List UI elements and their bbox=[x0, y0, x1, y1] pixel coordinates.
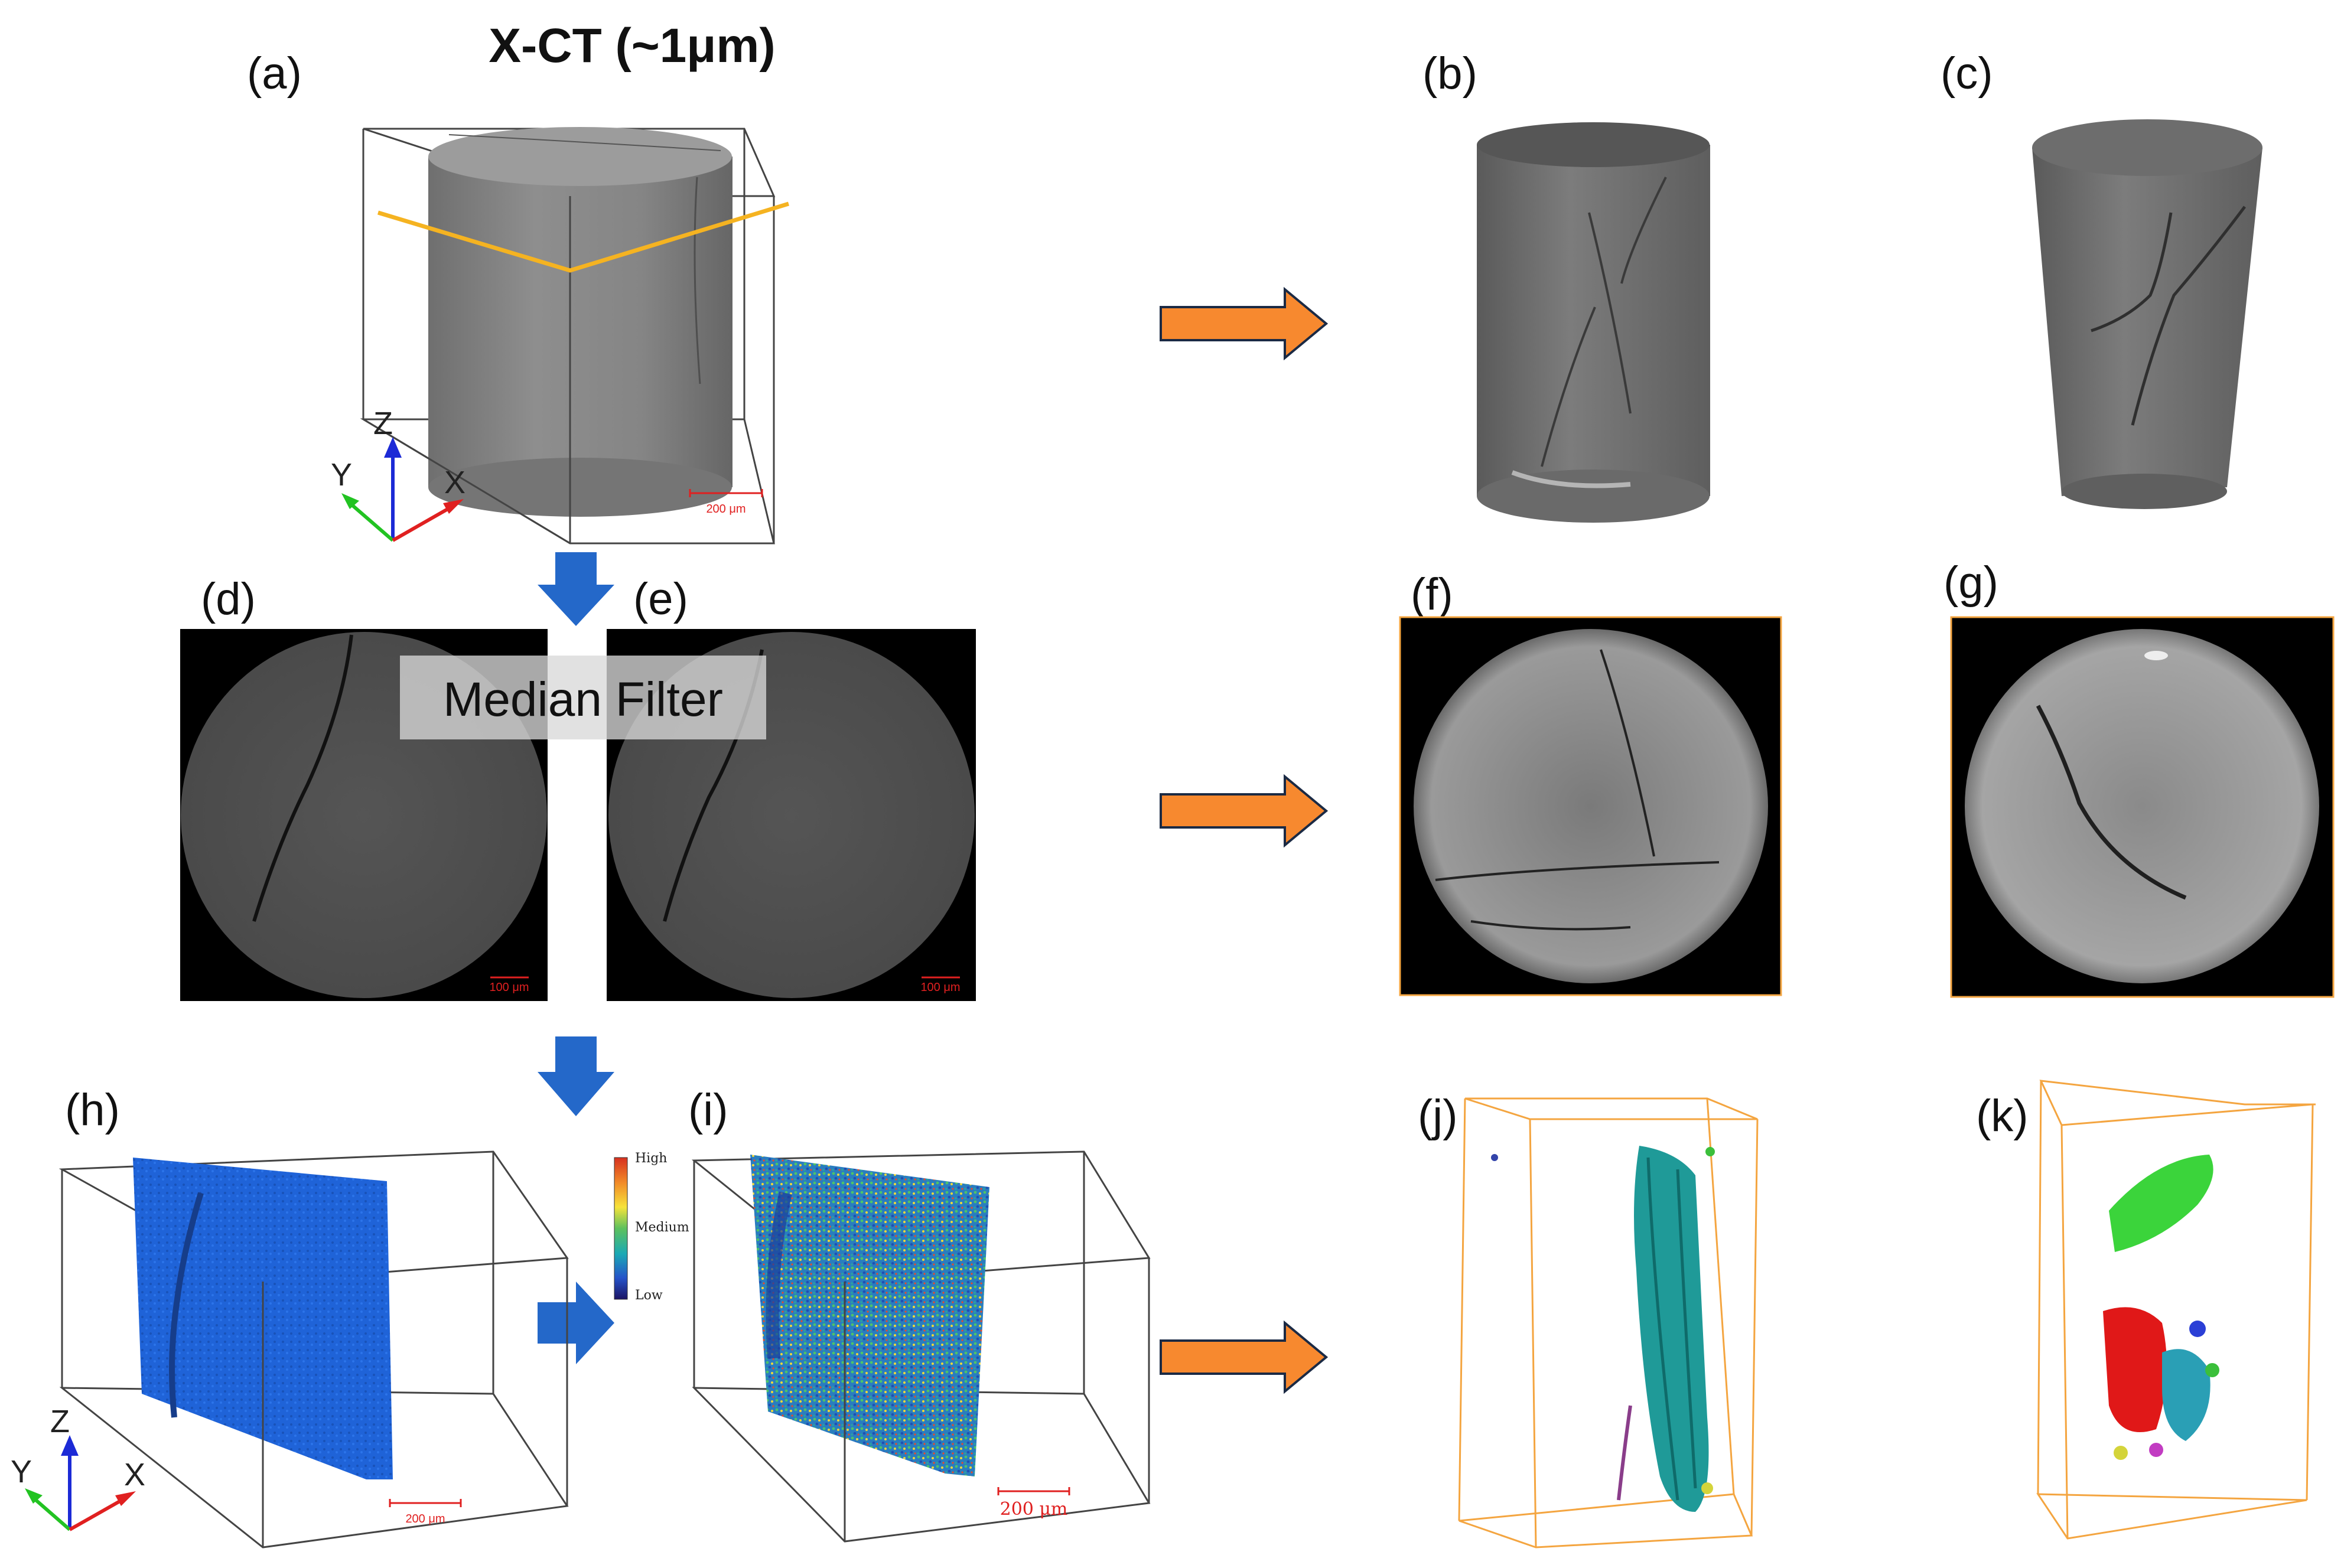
axis-label-z-h: Z bbox=[50, 1404, 70, 1439]
panel-a: (a) bbox=[247, 48, 790, 545]
panel-label-a: (a) bbox=[247, 48, 302, 99]
panel-d: (d) 100 μm bbox=[180, 574, 548, 1001]
panel-k: (k) bbox=[1976, 1080, 2316, 1540]
panel-c: (c) bbox=[1941, 48, 2262, 509]
axis-label-x-h: X bbox=[124, 1457, 145, 1492]
median-filter-label: Median Filter bbox=[443, 673, 723, 726]
axis-label-y-h: Y bbox=[11, 1454, 32, 1489]
fracture-green-k bbox=[2109, 1155, 2213, 1252]
panel-b: (b) bbox=[1422, 48, 1710, 523]
arrow-blue-right bbox=[538, 1282, 614, 1364]
axis-label-x: X bbox=[444, 465, 465, 500]
scale-bar-d: 100 μm bbox=[489, 976, 529, 994]
axis-label-z: Z bbox=[373, 406, 393, 441]
bounding-box-k bbox=[2036, 1080, 2316, 1540]
panel-f: (f) bbox=[1399, 569, 1782, 996]
scale-bar-h: 200 μm bbox=[389, 1499, 462, 1525]
panel-label-i: (i) bbox=[688, 1085, 728, 1135]
panel-j: (j) bbox=[1418, 1091, 1759, 1549]
panel-label-e: (e) bbox=[633, 574, 688, 624]
panel-e: (e) 100 μm bbox=[607, 574, 976, 1001]
panel-g: (g) bbox=[1943, 558, 2335, 998]
scale-bar-label-i: 200 μm bbox=[1000, 1499, 1068, 1520]
legend-high: High bbox=[635, 1151, 667, 1166]
pore-heatmap-i bbox=[750, 1155, 989, 1476]
axis-triad-a: Z Y X bbox=[331, 406, 465, 542]
scale-bar-i: 200 μm bbox=[997, 1487, 1070, 1520]
axis-label-y: Y bbox=[331, 457, 352, 493]
panel-label-h: (h) bbox=[65, 1085, 120, 1135]
legend-medium: Medium bbox=[635, 1220, 689, 1235]
figure-title: X-CT (~1μm) bbox=[489, 19, 775, 73]
arrow-orange-row2 bbox=[1160, 774, 1329, 848]
bounding-box-j bbox=[1458, 1097, 1759, 1549]
panel-label-d: (d) bbox=[201, 574, 256, 624]
panel-i: (i) 200 μm bbox=[688, 1085, 1151, 1543]
arrow-blue-down-2 bbox=[538, 1036, 614, 1116]
scale-bar-label-h: 200 μm bbox=[405, 1512, 445, 1525]
scale-bar-label-d: 100 μm bbox=[489, 981, 529, 994]
arrow-orange-row1 bbox=[1160, 286, 1329, 361]
arrow-orange-row3 bbox=[1160, 1320, 1329, 1394]
scale-bar-label-a: 200 μm bbox=[706, 503, 745, 516]
panel-label-k: (k) bbox=[1976, 1091, 2029, 1141]
panel-label-c: (c) bbox=[1941, 48, 1993, 99]
fracture-red-k bbox=[2103, 1307, 2167, 1432]
panel-label-f: (f) bbox=[1411, 569, 1453, 620]
scale-bar-label-e: 100 μm bbox=[920, 981, 960, 994]
arrow-blue-down-1 bbox=[538, 552, 614, 626]
panel-label-b: (b) bbox=[1422, 48, 1477, 99]
colour-scale-legend: High Medium Low bbox=[614, 1151, 689, 1303]
slice-line bbox=[377, 201, 790, 273]
panel-label-g: (g) bbox=[1943, 558, 1998, 608]
panel-h: (h) Z Y X 200 μm bbox=[11, 1085, 569, 1549]
legend-low: Low bbox=[635, 1288, 663, 1303]
fracture-teal-k bbox=[2162, 1349, 2210, 1441]
panel-label-j: (j) bbox=[1418, 1091, 1458, 1141]
scale-bar-a: 200 μm bbox=[689, 489, 763, 516]
axis-triad-h: Z Y X bbox=[11, 1404, 145, 1531]
scale-bar-e: 100 μm bbox=[920, 976, 961, 994]
median-filter-overlay: Median Filter bbox=[400, 656, 766, 739]
sample-cylinder-a bbox=[428, 127, 732, 517]
